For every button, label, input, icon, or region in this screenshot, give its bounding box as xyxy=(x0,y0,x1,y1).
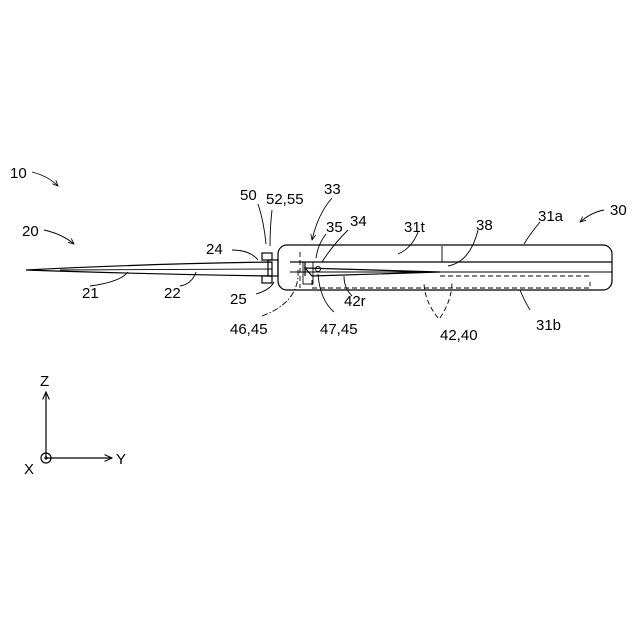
label-20: 20 xyxy=(22,223,39,240)
label-25: 25 xyxy=(230,291,247,308)
handle-body xyxy=(278,245,612,290)
label-31t: 31t xyxy=(404,219,426,236)
lock-clip xyxy=(262,253,278,283)
label-31a: 31a xyxy=(538,208,564,225)
label-10: 10 xyxy=(10,165,27,182)
reference-labels: 10 20 21 22 24 25 50 52,55 33 35 34 31t … xyxy=(10,165,627,344)
label-42-40: 42,40 xyxy=(440,327,478,344)
label-42r: 42r xyxy=(344,293,366,310)
axis-label-z: Z xyxy=(40,373,49,390)
label-21: 21 xyxy=(82,285,99,302)
label-33: 33 xyxy=(324,181,341,198)
label-31b: 31b xyxy=(536,317,561,334)
label-38: 38 xyxy=(476,217,493,234)
label-46-45: 46,45 xyxy=(230,321,268,338)
axis-label-x: X xyxy=(24,461,34,478)
label-24: 24 xyxy=(206,241,223,258)
label-35: 35 xyxy=(326,219,343,236)
label-22: 22 xyxy=(164,285,181,302)
label-34: 34 xyxy=(350,213,367,230)
axis-label-y: Y xyxy=(116,451,126,468)
label-47-45: 47,45 xyxy=(320,321,358,338)
label-52-55: 52,55 xyxy=(266,191,304,208)
label-30: 30 xyxy=(610,202,627,219)
label-50: 50 xyxy=(240,187,257,204)
blade xyxy=(26,262,272,276)
coordinate-axes: Z Y X xyxy=(24,373,126,478)
